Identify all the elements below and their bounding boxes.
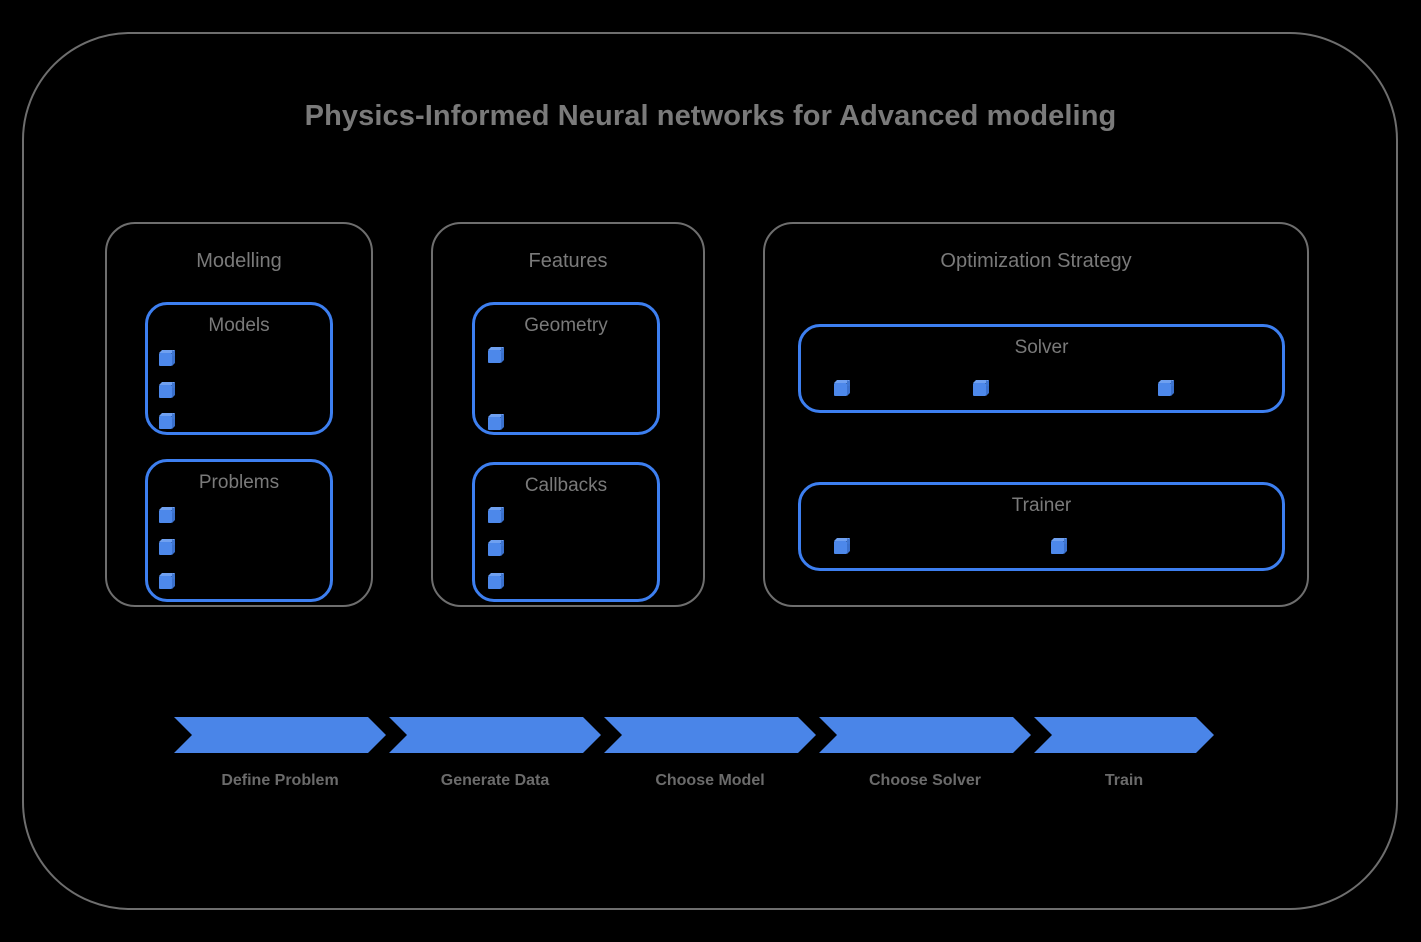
page-title: Physics-Informed Neural networks for Adv… <box>304 100 1117 132</box>
cube-bullet <box>159 539 175 555</box>
flow-arrow-3[interactable] <box>604 717 816 753</box>
flow-arrow-2[interactable] <box>389 717 601 753</box>
group-panel-optimization: Optimization Strategy <box>763 222 1309 607</box>
cube-bullet <box>1158 380 1174 396</box>
sub-box-title-trainer: Trainer <box>1011 495 1072 516</box>
group-title-features: Features <box>528 250 608 272</box>
cube-bullet <box>488 507 504 523</box>
cube-bullet <box>159 573 175 589</box>
cube-bullet <box>159 382 175 398</box>
sub-box-title-callbacks: Callbacks <box>524 475 608 496</box>
flow-label-2: Generate Data <box>440 772 550 789</box>
cube-bullet <box>488 414 504 430</box>
cube-bullet <box>973 380 989 396</box>
flow-label-5: Train <box>1104 772 1144 789</box>
group-title-optimization: Optimization Strategy <box>940 250 1132 272</box>
cube-bullet <box>488 573 504 589</box>
cube-bullet <box>159 507 175 523</box>
outer-frame <box>22 32 1398 910</box>
sub-box-geometry[interactable]: Geometry <box>472 302 660 435</box>
sub-box-title-solver: Solver <box>1014 337 1069 358</box>
flow-arrow-5[interactable] <box>1034 717 1214 753</box>
group-panel-modelling: Modelling <box>105 222 373 607</box>
cube-bullet <box>159 350 175 366</box>
flow-label-3: Choose Model <box>655 772 765 789</box>
flow-arrow-1[interactable] <box>174 717 386 753</box>
sub-box-title-problems: Problems <box>198 472 280 493</box>
sub-box-problems[interactable]: Problems <box>145 459 333 602</box>
cube-bullet <box>488 540 504 556</box>
process-flow <box>174 717 1214 753</box>
cube-bullet <box>834 380 850 396</box>
sub-box-trainer[interactable]: Trainer <box>798 482 1285 571</box>
group-panel-features: Features <box>431 222 705 607</box>
cube-bullet <box>159 413 175 429</box>
sub-box-title-models: Models <box>208 315 270 336</box>
group-title-modelling: Modelling <box>196 250 282 272</box>
sub-box-callbacks[interactable]: Callbacks <box>472 462 660 602</box>
sub-box-title-geometry: Geometry <box>524 315 608 336</box>
cube-bullet <box>488 347 504 363</box>
flow-label-1: Define Problem <box>221 772 339 789</box>
cube-bullet <box>1051 538 1067 554</box>
sub-box-models[interactable]: Models <box>145 302 333 435</box>
cube-bullet <box>834 538 850 554</box>
flow-label-4: Choose Solver <box>868 772 982 789</box>
sub-box-solver[interactable]: Solver <box>798 324 1285 413</box>
flow-arrow-4[interactable] <box>819 717 1031 753</box>
